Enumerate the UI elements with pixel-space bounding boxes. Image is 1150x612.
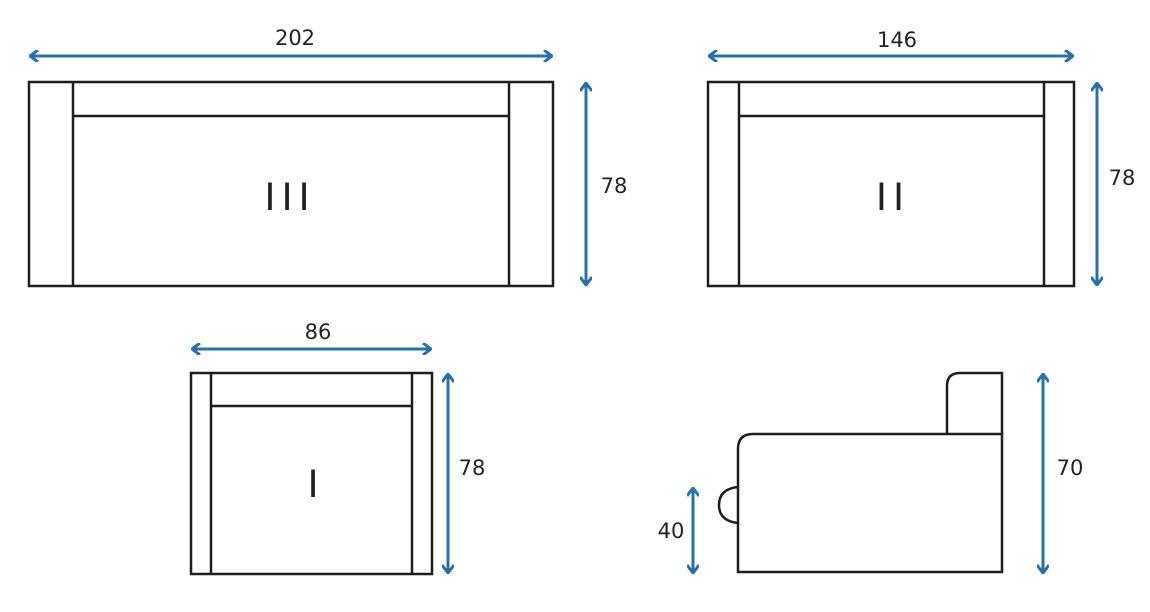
armchair-outline (189, 371, 434, 576)
armrest-handle (717, 485, 739, 525)
seats-label: III (264, 175, 315, 219)
width-label: 86 (305, 320, 332, 344)
seats-label: I (307, 462, 324, 506)
seats-label: II (876, 175, 910, 219)
armchair-front-view: I 86 78 (189, 320, 486, 576)
height-label: 78 (459, 456, 486, 480)
two-seater-front-view: II 146 78 (706, 28, 1136, 288)
width-label: 202 (275, 26, 315, 50)
backrest (945, 371, 1004, 434)
seat-height-label: 40 (658, 519, 685, 543)
width-label: 146 (877, 28, 917, 52)
side-view: 40 70 (658, 371, 1084, 574)
height-label: 78 (1109, 166, 1136, 190)
total-height-label: 70 (1057, 456, 1084, 480)
seat-body (736, 432, 1004, 574)
sofa-outline (27, 80, 555, 288)
sofa-outline (706, 80, 1076, 288)
height-label: 78 (601, 174, 628, 198)
three-seater-front-view: III 202 78 (27, 26, 628, 288)
